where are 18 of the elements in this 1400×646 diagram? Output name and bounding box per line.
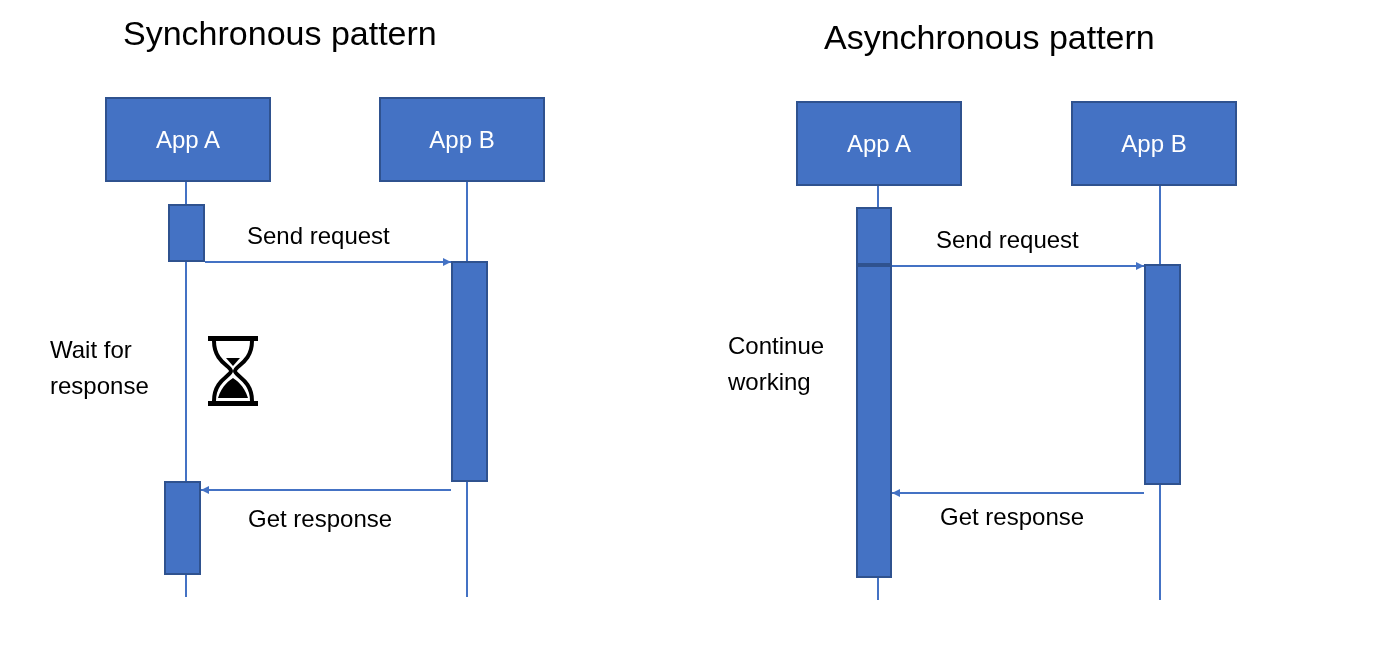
participant-box: App B xyxy=(1071,101,1237,186)
activation-bar xyxy=(168,204,205,262)
panel-heading: Asynchronous pattern xyxy=(824,18,1155,57)
side-note: Continue working xyxy=(728,331,826,397)
participant-box: App A xyxy=(105,97,271,182)
activation-bar xyxy=(451,261,488,482)
participant-box: App B xyxy=(379,97,545,182)
arrow xyxy=(200,486,452,494)
activation-bar xyxy=(856,207,892,265)
panel-heading: Synchronous pattern xyxy=(123,14,437,53)
arrow xyxy=(204,258,452,266)
participant-box: App A xyxy=(796,101,962,186)
arrow xyxy=(891,489,1145,497)
activation-bar xyxy=(856,265,892,578)
activation-bar xyxy=(164,481,201,575)
activation-bar xyxy=(1144,264,1181,485)
side-note: Wait for response xyxy=(50,335,150,401)
arrow xyxy=(891,262,1145,270)
